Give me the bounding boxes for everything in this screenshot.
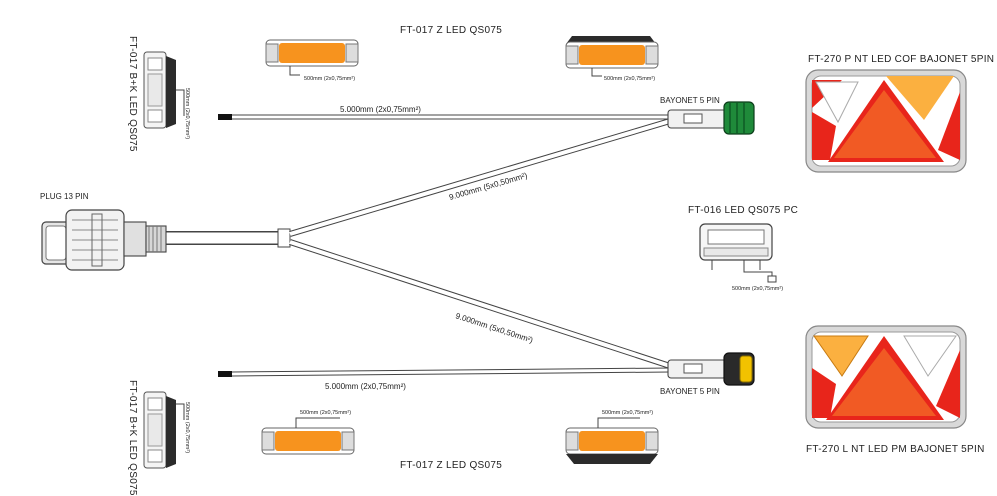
marker-lamp-bottom-right <box>565 417 659 464</box>
plate-lamp-label: FT-016 LED QS075 PC <box>688 205 798 216</box>
cable-end-top <box>218 114 232 120</box>
lead-side-top: 500mm (2x0,75mm²) <box>184 88 190 139</box>
marker-lamp-bottom-left <box>261 417 355 455</box>
side-marker-lamp-bottom <box>143 391 185 469</box>
side-marker-bottom-label: FT-017 B+K LED QS075 <box>127 380 138 496</box>
bayonet-bottom-label: BAYONET 5 PIN <box>660 387 720 396</box>
lead-marker-bl: 500mm (2x0,75mm²) <box>300 410 351 416</box>
plate-lamp <box>699 223 777 283</box>
cable-end-bottom <box>218 371 232 377</box>
top-marker-title: FT-017 Z LED QS075 <box>400 25 502 36</box>
side-marker-top-label: FT-017 B+K LED QS075 <box>127 36 138 152</box>
split-junction <box>277 228 291 248</box>
lead-side-bottom: 500mm (2x0,75mm²) <box>184 402 190 453</box>
rear-lamp-right-label: FT-270 P NT LED COF BAJONET 5PIN <box>808 54 994 65</box>
lead-plate: 500mm (2x0,75mm²) <box>732 286 783 292</box>
bayonet-connector-bottom <box>667 352 755 386</box>
bottom-marker-title: FT-017 Z LED QS075 <box>400 460 502 471</box>
cables <box>165 114 671 377</box>
plug-label: PLUG 13 PIN <box>40 192 89 201</box>
bayonet-connector-top <box>667 101 755 135</box>
marker-lamp-top-right <box>565 36 659 77</box>
cable-bottom-short-label: 5.000mm (2x0,75mm²) <box>325 382 406 391</box>
lead-marker-tr: 500mm (2x0,75mm²) <box>604 76 655 82</box>
bayonet-top-label: BAYONET 5 PIN <box>660 96 720 105</box>
rear-lamp-left <box>805 325 967 429</box>
lead-marker-tl: 500mm (2x0,75mm²) <box>304 76 355 82</box>
cable-top-short-label: 5.000mm (2x0,75mm²) <box>340 105 421 114</box>
plug-13-pin <box>41 209 167 271</box>
rear-lamp-right <box>805 69 967 173</box>
marker-lamp-top-left <box>265 39 359 76</box>
lead-marker-br: 500mm (2x0,75mm²) <box>602 410 653 416</box>
rear-lamp-left-label: FT-270 L NT LED PM BAJONET 5PIN <box>806 444 985 455</box>
side-marker-lamp-top <box>143 51 185 129</box>
